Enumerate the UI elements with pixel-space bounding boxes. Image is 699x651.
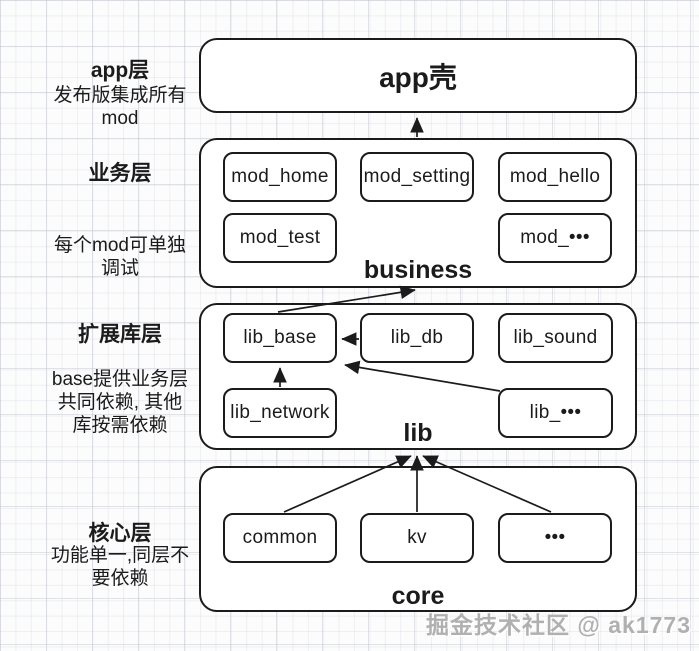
node-mod-home: mod_home: [223, 152, 337, 202]
node-common: common: [223, 513, 337, 563]
node-mod-hello: mod_hello: [498, 152, 612, 202]
node-mod-test: mod_test: [223, 213, 337, 263]
app-shell-node: app壳: [199, 38, 637, 113]
node-lib-network: lib_network: [223, 388, 337, 438]
node-lib-more: lib_•••: [498, 388, 613, 438]
business-layer-side-desc: 每个mod可单独 调试: [54, 235, 186, 279]
lib-layer-side-desc: base提供业务层 共同依赖, 其他 库按需依赖: [51, 369, 189, 436]
lib-layer-label: lib: [403, 419, 433, 447]
core-layer-side-desc: 功能单一,同层不 要依赖: [50, 545, 190, 589]
node-core-more: •••: [498, 513, 612, 563]
node-lib-sound: lib_sound: [498, 313, 613, 363]
lib-layer-side-title: 扩展库层: [78, 323, 162, 346]
watermark: 掘金技术社区 @ ak1773: [426, 612, 691, 638]
core-layer-side-title: 核心层: [88, 522, 152, 545]
node-kv: kv: [360, 513, 474, 563]
core-layer-label: core: [391, 582, 445, 610]
business-layer-side-title: 业务层: [88, 162, 152, 185]
app-layer-side-desc: 发布版集成所有 mod: [53, 85, 187, 129]
node-lib-base: lib_base: [223, 313, 337, 363]
node-lib-db: lib_db: [360, 313, 474, 363]
business-layer-label: business: [363, 256, 473, 284]
node-mod-more: mod_•••: [498, 213, 612, 263]
node-mod-setting: mod_setting: [360, 152, 474, 202]
app-layer-side-title: app层: [90, 59, 150, 82]
